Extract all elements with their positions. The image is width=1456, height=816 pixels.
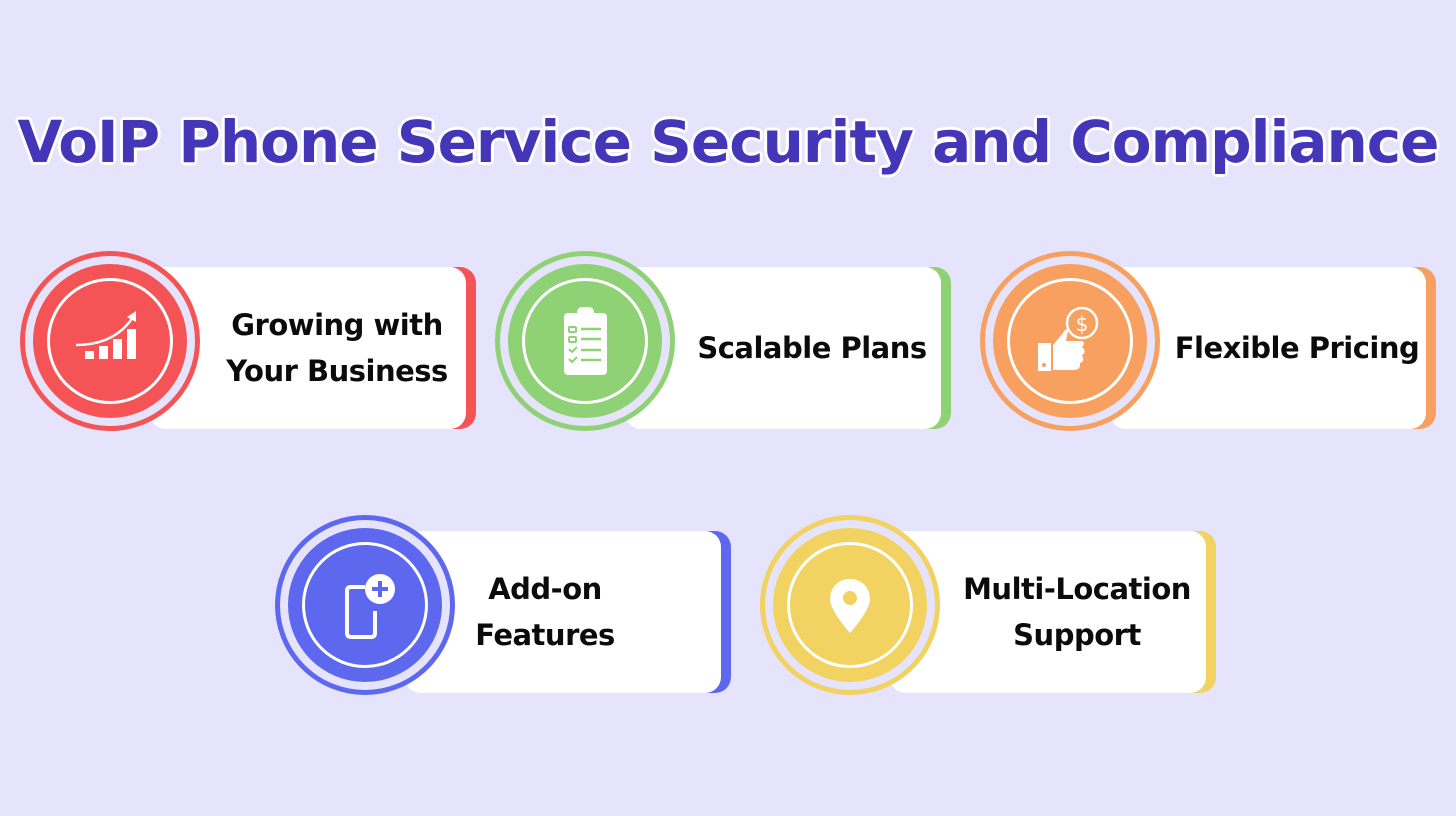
- inner-ring: [1007, 278, 1133, 404]
- inner-ring: [522, 278, 648, 404]
- phone-plus-icon: [325, 565, 405, 645]
- clipboard-checklist-icon: [545, 301, 625, 381]
- thumbs-up-dollar-icon: $: [1030, 301, 1110, 381]
- feature-card-scalable-plans: Scalable Plans: [495, 251, 955, 446]
- inner-ring: [787, 542, 913, 668]
- page-title: VoIP Phone Service Security and Complian…: [17, 108, 1439, 176]
- card-body: [1110, 267, 1426, 429]
- inner-ring: [47, 278, 173, 404]
- svg-text:$: $: [1076, 312, 1089, 336]
- feature-card-flexible-pricing: Flexible Pricing $: [980, 251, 1440, 446]
- card-body: [150, 267, 466, 429]
- card-label: Flexible Pricing: [1174, 331, 1420, 365]
- card-body: [890, 531, 1206, 693]
- card-body: [405, 531, 721, 693]
- inner-ring: [302, 542, 428, 668]
- growth-chart-icon: [70, 301, 150, 381]
- location-pin-icon: [810, 565, 890, 645]
- card-label: Scalable Plans: [697, 331, 927, 365]
- card-body: [625, 267, 941, 429]
